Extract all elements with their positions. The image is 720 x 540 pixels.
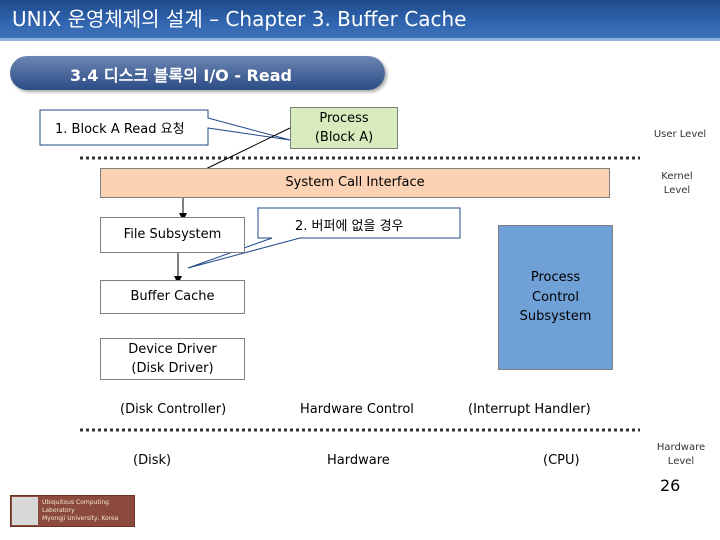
callout-not-in-buffer [187,207,461,269]
callout-block-read [39,109,291,146]
page-number: 26 [660,476,681,495]
kernel-level-label: Kernel Level [661,171,693,196]
title-bar [0,0,720,38]
slide-title: UNIX 운영체제의 설계 – Chapter 3. Buffer Cache [12,7,467,31]
section-title: 3.4 디스크 블록의 I/O - Read [70,66,292,85]
interrupt-handler-label: (Interrupt Handler) [468,402,591,417]
lab-logo-mark [12,497,38,525]
system-call-interface-box: System Call Interface [100,168,610,198]
disk-controller-label: (Disk Controller) [120,402,227,417]
section-header [10,56,385,90]
cpu-label: (CPU) [543,453,580,468]
hardware-control-label: Hardware Control [300,402,414,417]
disk-label: (Disk) [133,453,172,468]
device-driver-box: Device Driver (Disk Driver) [100,338,245,380]
file-subsystem-box: File Subsystem [100,217,245,253]
title-divider [0,38,720,41]
user-level-label: User Level [653,129,707,140]
callout-not-in-buffer-text: 2. 버퍼에 없을 경우 [295,219,404,234]
callout-block-read-text: 1. Block A Read 요청 [55,122,185,137]
buffer-cache-box: Buffer Cache [100,280,245,314]
process-block-a-box: Process (Block A) [290,107,398,149]
hardware-level-label: Hardware Level [656,442,706,467]
process-control-subsystem-box: Process Control Subsystem [498,225,613,370]
lab-logo-text: Ubiquitous Computing Laboratory Myongji … [42,499,119,522]
hardware-label: Hardware [327,453,390,468]
